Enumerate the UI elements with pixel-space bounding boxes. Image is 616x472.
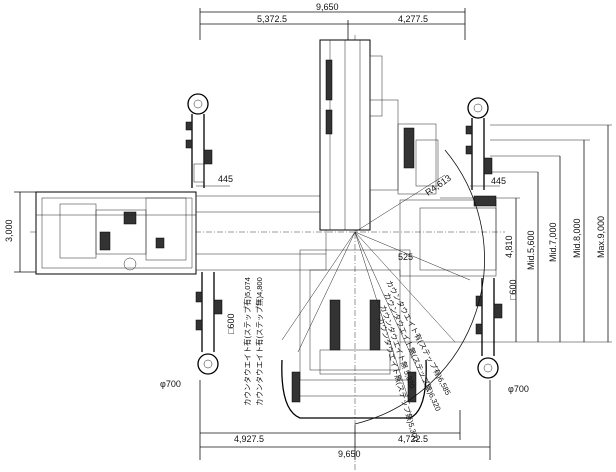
dim-bottom-right: 4,722.5 [398,434,428,444]
rear-section [281,249,427,419]
dim-mid-7000: Mid.7,000 [548,222,558,262]
dim-max-9000: Max.9,000 [596,216,606,258]
dim-top-right: 4,277.5 [398,14,428,24]
radius-arc [281,149,485,425]
outrigger-top-right [465,97,493,190]
dim-gap-left: 445 [218,174,233,184]
dim-phi-right: φ700 [508,384,529,394]
right-dimensions: 4,810 Mid.5,600 Mid.7,000 Mid.8,000 Max.… [400,124,612,343]
outrigger-top-left [185,93,213,188]
boom [319,39,439,231]
dim-left-height: 3,000 [4,219,14,242]
carrier-body [35,191,497,277]
dim-center-offset: 525 [398,252,413,262]
dim-top-left: 5,372.5 [257,14,287,24]
dim-bottom-left: 4,927.5 [234,434,264,444]
outrigger-bottom-right [475,278,503,379]
dim-4810: 4,810 [504,235,514,258]
outrigger-bottom-left [195,272,223,375]
top-dimensions: 9,650 5,372.5 4,277.5 [199,2,466,40]
dim-bottom-total: 9,650 [338,449,361,459]
dim-mid-8000: Mid.8,000 [572,218,582,258]
annotation-cw-5074: カウンタウエイト有(ステップ有)5,074 [242,277,252,406]
dim-top-total: 9,650 [316,2,339,12]
bottom-dimensions: 4,927.5 4,722.5 9,650 [199,380,491,460]
dim-mid-5600: Mid.5,600 [526,230,536,270]
dim-phi-left: φ700 [160,379,181,389]
dim-pad-left: □600 [226,314,236,334]
dim-pad-right: □600 [508,280,518,300]
annotation-cw-4800: カウンタウエイト有(ステップ無)4,800 [254,277,264,406]
dim-gap-right: 445 [491,176,506,186]
